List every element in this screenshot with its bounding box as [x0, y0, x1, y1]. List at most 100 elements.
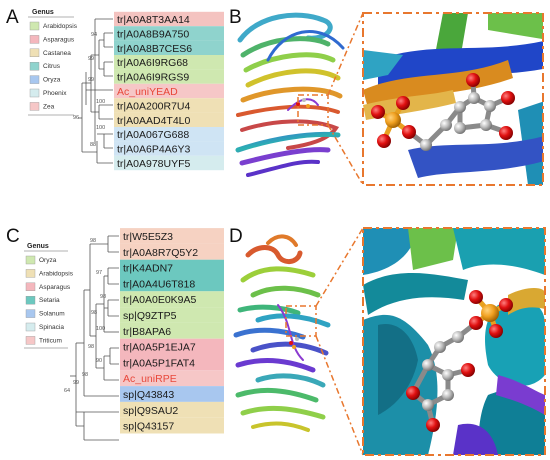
panel-a-legend: Genus ArabidopsisAsparagusCastaneaCitrus… — [28, 9, 78, 116]
panel-c-phylogenetic-tree: Genus OryzaArabidopsisAsparagusSetariaSo… — [24, 228, 224, 441]
tree-leaf-label: tr|A0A067G688 — [117, 129, 189, 141]
panel-letter-b: B — [229, 7, 242, 28]
bootstrap-value: 97 — [96, 270, 102, 276]
legend-label: Asparagus — [39, 284, 71, 291]
bootstrap-value: 99 — [88, 56, 94, 62]
legend-label: Arabidopsis — [39, 270, 74, 277]
panel-letter-c: C — [6, 226, 20, 247]
leaf-background — [114, 155, 224, 171]
legend-swatch — [29, 62, 40, 71]
tree-leaf-label: tr|K4ADN7 — [123, 263, 173, 275]
bootstrap-value: 98 — [91, 310, 97, 316]
legend-label: Phoenix — [43, 90, 67, 97]
legend-swatch — [29, 88, 40, 98]
legend-label: Triticum — [39, 337, 62, 344]
legend-swatch — [25, 322, 36, 332]
legend-label: Setaria — [39, 297, 60, 304]
tree-leaf-label: tr|A0A978UYF5 — [117, 158, 191, 170]
tree-leaf-label: tr|A0A8B9A750 — [117, 28, 189, 40]
protein-overview — [235, 12, 345, 177]
tree-leaf-label: tr|A0A6I9RGS9 — [117, 72, 189, 84]
zoomed-ligand-view — [363, 228, 545, 455]
leaf-background — [114, 112, 224, 127]
bootstrap-value: 98 — [90, 238, 96, 244]
zoom-frame — [362, 227, 546, 456]
leaf-background — [120, 370, 224, 387]
bootstrap-value: 88 — [90, 142, 96, 148]
leaf-background — [114, 98, 224, 113]
legend-swatch — [29, 35, 40, 44]
panel-letter-d: D — [229, 226, 243, 247]
tree-leaf-label: tr|A0A8R7Q5Y2 — [123, 247, 198, 259]
legend-title: Genus — [32, 9, 54, 16]
leaf-background — [114, 69, 224, 84]
zoom-frame — [362, 12, 544, 186]
leaf-background — [120, 338, 224, 355]
leaf-background — [114, 40, 224, 55]
panel-b-protein-structure — [235, 12, 544, 186]
leaf-background — [120, 417, 224, 434]
legend-label: Solanum — [39, 311, 65, 318]
legend-swatch — [25, 336, 36, 345]
legend-swatch — [25, 255, 36, 265]
bootstrap-value: 96 — [73, 115, 79, 121]
panel-c-legend: Genus OryzaArabidopsisAsparagusSetariaSo… — [24, 243, 74, 349]
protein-overview — [233, 234, 331, 432]
leaf-background — [120, 228, 224, 244]
tree-leaf-label: tr|A0A5P1FAT4 — [123, 357, 195, 369]
legend-swatch — [29, 102, 40, 111]
legend-swatch — [25, 282, 36, 291]
tree-leaf-label: tr|A0A200R7U4 — [117, 100, 191, 112]
leaf-background — [120, 322, 224, 339]
tree-leaf-label: tr|A0A6P4A6Y3 — [117, 144, 191, 156]
tree-leaf-label: tr|W5E5Z3 — [123, 231, 173, 243]
bootstrap-value: 98 — [100, 294, 106, 300]
leaf-background — [120, 401, 224, 418]
panel-d-protein-structure — [233, 227, 546, 456]
legend-title: Genus — [27, 243, 49, 250]
tree-leaf-label: tr|A0A0E0K9A5 — [123, 294, 197, 306]
panel-letter-a: A — [6, 7, 19, 28]
bootstrap-value: 100 — [96, 99, 105, 105]
tree-leaf-label: sp|Q43843 — [123, 389, 174, 401]
zoom-region-marker — [285, 305, 317, 337]
tree-leaf-label: tr|A0A8B7CES6 — [117, 43, 192, 55]
bootstrap-value: 100 — [96, 326, 105, 332]
leaf-background — [114, 141, 224, 156]
legend-swatch — [25, 295, 36, 305]
legend-swatch — [29, 75, 40, 84]
legend-label: Oryza — [43, 77, 61, 84]
leaf-background — [120, 291, 224, 308]
bootstrap-value: 98 — [82, 372, 88, 378]
legend-swatch — [25, 309, 36, 318]
legend-label: Citrus — [43, 63, 61, 70]
leaf-background — [114, 127, 224, 142]
tree-leaf-label: tr|A0A6I9RG68 — [117, 57, 188, 69]
tree-leaf-label: tr|A0AAD4T4L0 — [117, 115, 191, 127]
legend-label: Arabidopsis — [43, 23, 78, 30]
legend-label: Castanea — [43, 50, 71, 57]
bootstrap-value: 99 — [73, 380, 79, 386]
panel-a-phylogenetic-tree: Genus ArabidopsisAsparagusCastaneaCitrus… — [28, 9, 224, 171]
leaf-background — [120, 243, 224, 260]
legend-swatch — [29, 48, 40, 57]
tree-leaf-label: Ac_uniRPE — [123, 373, 177, 385]
zoomed-ligand-view — [363, 13, 543, 185]
tree-leaf-label: tr|A0A4U6T818 — [123, 278, 195, 290]
tree-leaf-label: tr|A0A8T3AA14 — [117, 14, 190, 26]
leaf-background — [114, 55, 224, 70]
leaf-background — [114, 83, 224, 99]
tree-leaf-label: tr|B8APA6 — [123, 326, 171, 338]
legend-label: Asparagus — [43, 36, 75, 43]
leaf-background — [120, 259, 224, 276]
bootstrap-value: 64 — [64, 388, 70, 394]
bootstrap-value: 90 — [96, 358, 102, 364]
leaf-background — [120, 275, 224, 292]
tree-leaf-label: Ac_uniYEAD — [117, 86, 178, 98]
legend-label: Zea — [43, 103, 55, 110]
bootstrap-value: 100 — [96, 125, 105, 131]
bootstrap-value: 99 — [88, 77, 94, 83]
legend-label: Oryza — [39, 257, 57, 264]
leaf-background — [114, 26, 224, 41]
tree-leaf-label: sp|Q43157 — [123, 421, 174, 433]
